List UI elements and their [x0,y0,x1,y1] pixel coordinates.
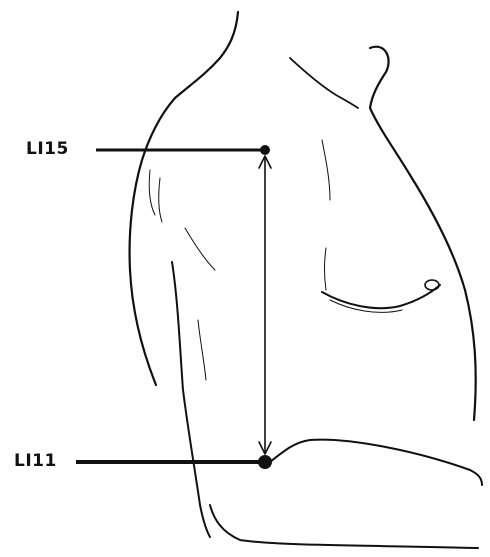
deltoid-shade [149,170,155,215]
nipple-mark [425,280,439,290]
li11-label: LI11 [14,453,57,470]
neck-outline [130,12,238,385]
li15-point [260,145,270,155]
chest-shade-2 [325,248,327,290]
deltoid-shade-2 [159,178,162,222]
clavicle-line [290,58,358,108]
chest-shade [322,140,330,200]
arm-front-outline [172,262,210,537]
li15-label: LI15 [26,141,69,158]
chest-outline [370,47,476,420]
elbow-outline [210,505,478,548]
forearm-outline [270,440,482,485]
li11-point [258,455,272,469]
arm-shade-2 [198,320,206,380]
arm-shade [185,228,215,270]
